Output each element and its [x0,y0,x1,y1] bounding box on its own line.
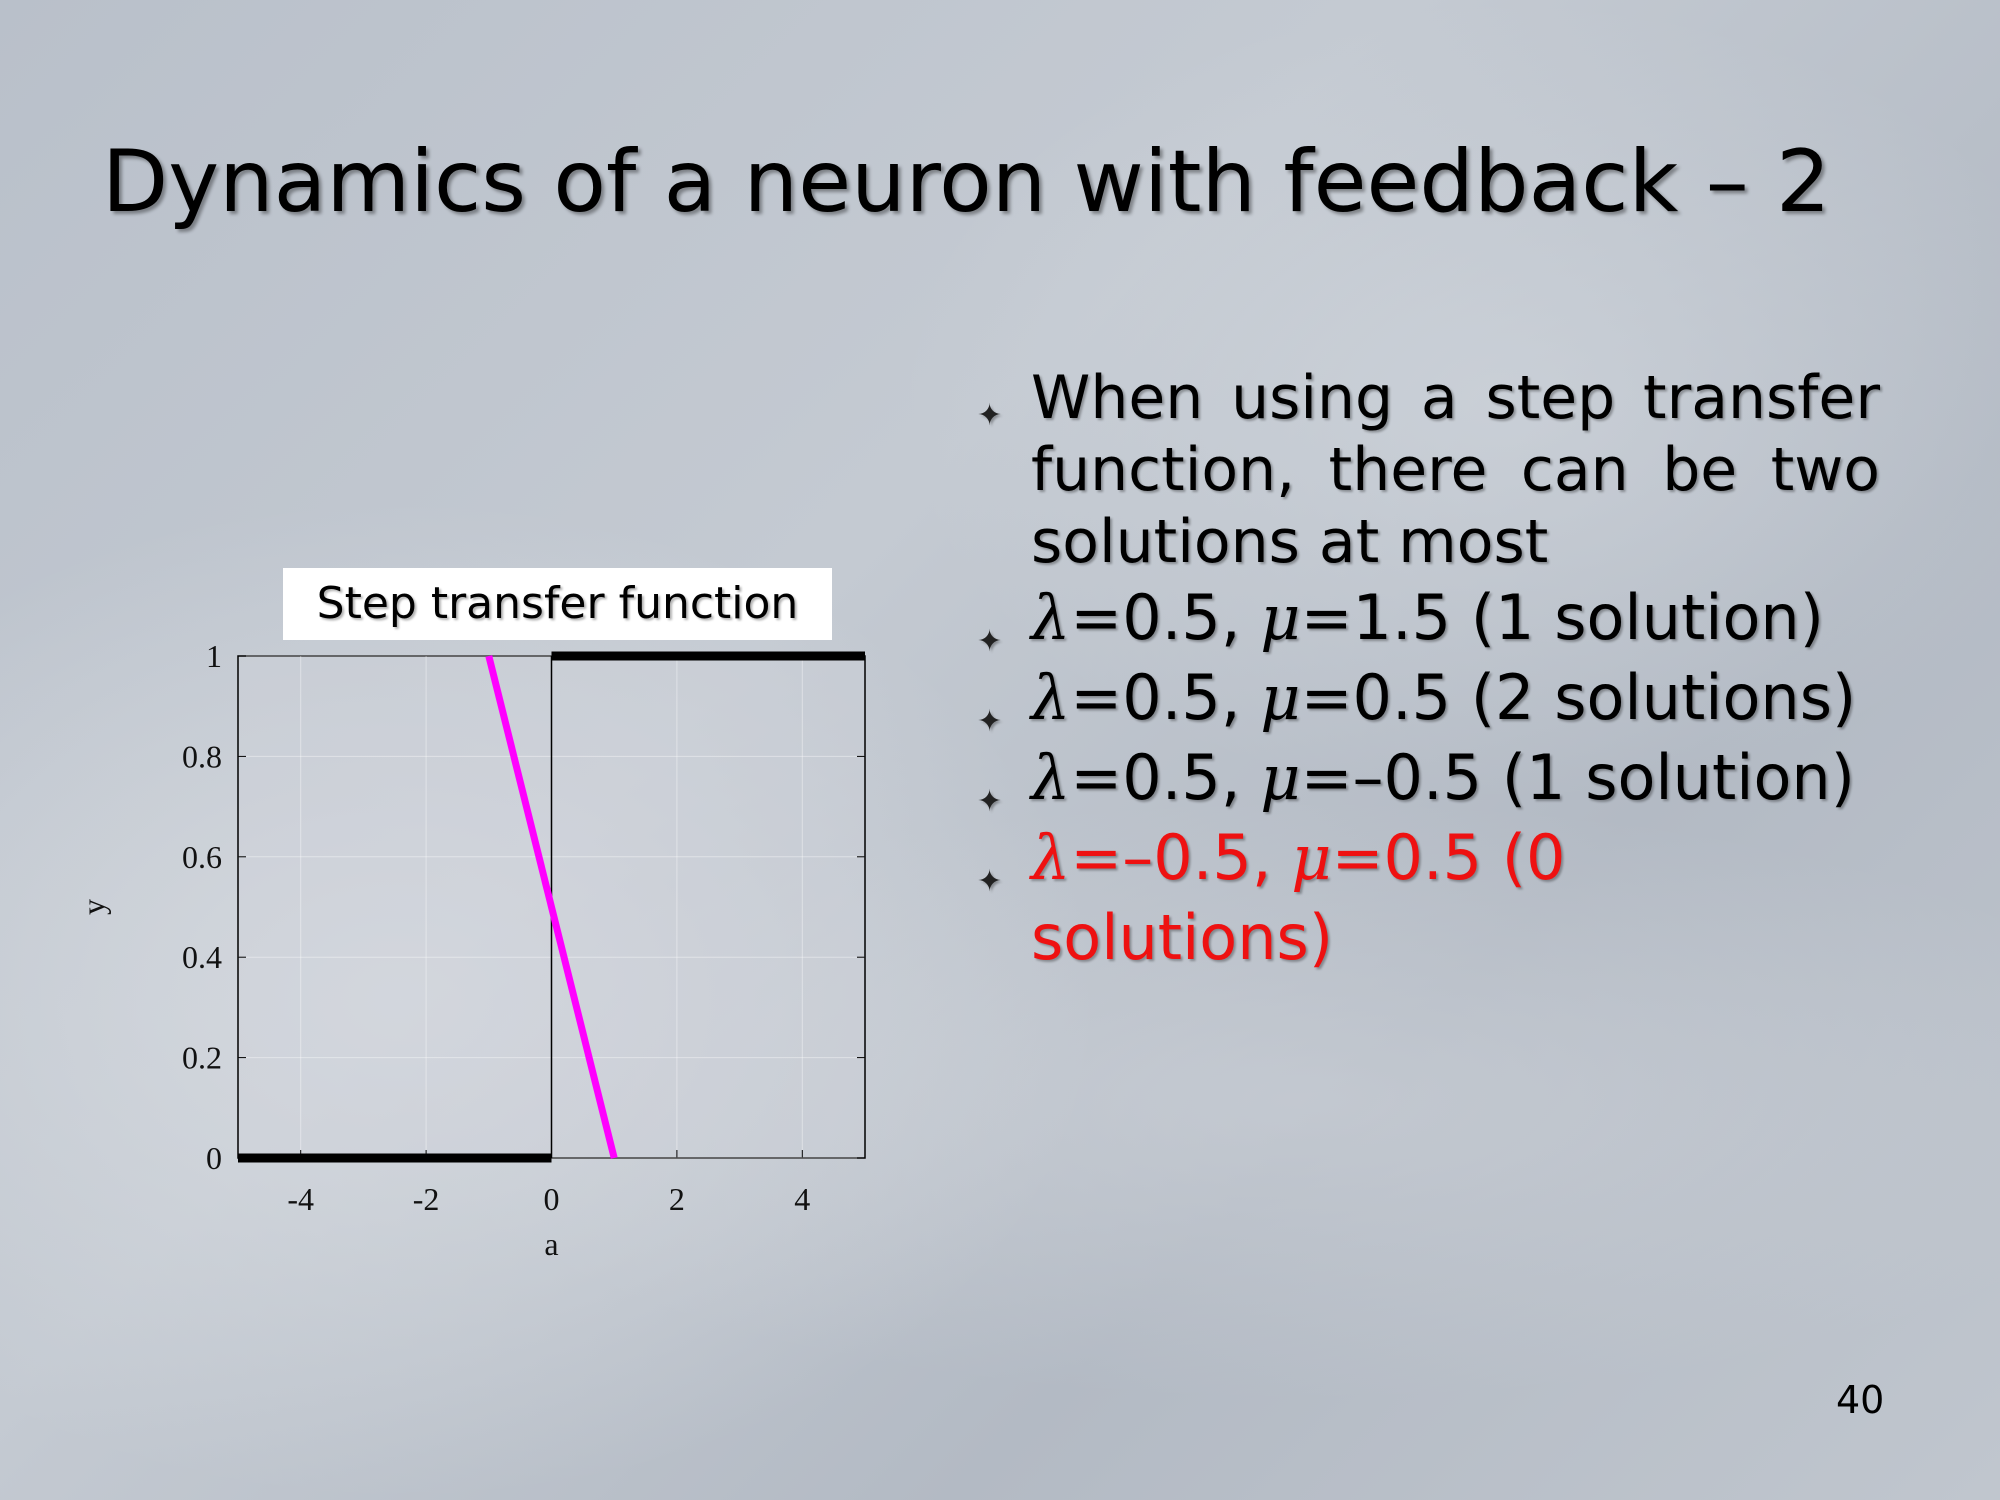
x-tick-label: 2 [669,1181,685,1217]
page-number: 40 [1836,1378,1885,1422]
solution-count: (0 solutions) [1031,821,1566,974]
equals: = [1070,821,1123,894]
bullet-parameter-case: ✦λ=0.5, μ=–0.5 (1 solution) [977,738,1880,819]
equals: = [1070,581,1123,654]
x-axis-label: a [544,1226,558,1262]
bullet-parameter-case: ✦λ=–0.5, μ=0.5 (0 solutions) [977,818,1880,978]
chart-title: Step transfer function [283,568,832,640]
lambda-symbol: λ [1031,581,1071,654]
lambda-value: –0.5 [1122,821,1252,894]
y-tick-label: 0.8 [182,738,222,774]
bullet-parameter-case: ✦λ=0.5, μ=1.5 (1 solution) [977,578,1880,659]
lambda-symbol: λ [1031,661,1071,734]
equals: = [1300,741,1353,814]
slide-title: Dynamics of a neuron with feedback – 2 [102,132,1831,232]
mu-value: –0.5 [1352,741,1483,814]
separator: , [1220,661,1261,734]
bullet-icon: ✦ [977,624,1003,659]
y-tick-label: 0.2 [182,1040,222,1076]
x-tick-label: 4 [794,1181,810,1217]
equals: = [1300,581,1353,654]
lambda-value: 0.5 [1122,741,1221,814]
solution-count: (1 solution) [1501,741,1855,814]
lambda-symbol: λ [1031,741,1071,814]
mu-value: 1.5 [1352,581,1452,654]
x-tick-label: -2 [413,1181,440,1217]
feedback-line [485,655,618,1159]
mu-symbol: μ [1260,661,1301,734]
separator: , [1220,581,1261,654]
equals: = [1300,661,1353,734]
mu-value: 0.5 [1383,821,1483,894]
solution-count: (1 solution) [1470,581,1824,654]
lambda-symbol: λ [1031,821,1071,894]
bullet-list: ✦ When using a step transfer function, t… [977,362,1880,978]
mu-symbol: μ [1260,581,1301,654]
y-tick-label: 0 [206,1140,222,1176]
y-tick-label: 0.4 [182,939,222,975]
equals: = [1070,661,1123,734]
bullet-icon: ✦ [977,784,1003,819]
equals: = [1331,821,1384,894]
separator: , [1220,741,1261,814]
bullet-step-function: ✦ When using a step transfer function, t… [977,362,1880,578]
y-axis-label: y [75,899,111,915]
lambda-value: 0.5 [1122,661,1221,734]
bullet-emphasis: step transfer function [1031,363,1881,505]
separator: , [1251,821,1292,894]
bullet-text: , there can be two solutions at most [1031,435,1880,577]
mu-symbol: μ [1260,741,1301,814]
bullet-icon: ✦ [977,864,1003,899]
x-tick-label: 0 [544,1181,560,1217]
bullet-icon: ✦ [977,398,1003,433]
y-tick-label: 0.6 [182,839,222,875]
x-tick-label: -4 [287,1181,314,1217]
mu-symbol: μ [1291,821,1332,894]
bullet-text: When using a [1031,363,1486,433]
y-tick-label: 1 [206,638,222,674]
lambda-value: 0.5 [1122,581,1221,654]
bullet-icon: ✦ [977,704,1003,739]
solution-count: (2 solutions) [1470,661,1857,734]
bullet-parameter-case: ✦λ=0.5, μ=0.5 (2 solutions) [977,658,1880,739]
equals: = [1070,741,1123,814]
mu-value: 0.5 [1352,661,1452,734]
